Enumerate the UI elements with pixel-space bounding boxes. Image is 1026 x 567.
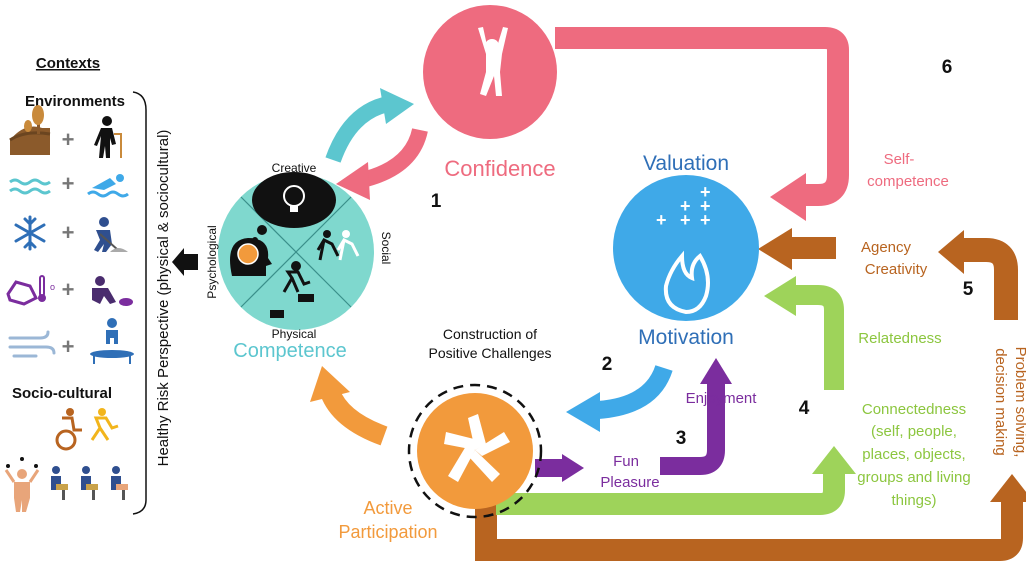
- plus-sign: +: [62, 171, 75, 196]
- snowflake-icon: [14, 215, 46, 251]
- connectedness-line2: (self, people,: [871, 423, 957, 440]
- relatedness-arrowhead: [764, 276, 796, 316]
- svg-text:+: +: [656, 210, 667, 230]
- step-number-1: 1: [431, 191, 442, 212]
- fun-to-enjoyment-arrow: [660, 382, 725, 475]
- connectedness-line5: things): [891, 492, 936, 509]
- svg-text:+: +: [700, 196, 711, 216]
- problem-solving-label-2: decision making: [992, 348, 1009, 456]
- svg-text:o: o: [50, 282, 55, 292]
- motivation-label: Motivation: [638, 326, 734, 349]
- green-up-arrowhead: [812, 446, 856, 474]
- plus-sign: +: [62, 127, 75, 152]
- self-competence-label-2: competence: [867, 173, 949, 190]
- jumping-person-icon: [478, 27, 508, 96]
- competence-arrowhead-pink: [336, 162, 370, 200]
- confidence-label: Confidence: [444, 156, 555, 181]
- quadrant-physical: Physical: [272, 327, 317, 341]
- plus-sign: +: [62, 277, 75, 302]
- motivation-circle: [613, 175, 759, 321]
- contexts-bracket: [132, 91, 147, 515]
- agency-arrowhead: [938, 230, 964, 274]
- water-waves-icon: [9, 178, 51, 195]
- participation-to-problem-solving-arrow: [475, 500, 1023, 561]
- quadrant-social: Social: [379, 232, 393, 265]
- participation-to-connectedness-arrow: [496, 470, 845, 515]
- step-number-2: 2: [602, 354, 613, 375]
- quadrant-psychological: Psychological: [205, 225, 219, 298]
- svg-text:+: +: [680, 196, 691, 216]
- brown-up-arrowhead: [990, 474, 1026, 502]
- contexts-title: Contexts: [36, 55, 100, 72]
- construction-line2: Positive Challenges: [429, 345, 552, 361]
- pleasure-label: Pleasure: [600, 474, 659, 491]
- relatedness-arrow-shaft: [794, 285, 844, 390]
- plus-sign: +: [62, 220, 75, 245]
- quadrant-creative: Creative: [272, 161, 317, 175]
- svg-text:+: +: [680, 210, 691, 230]
- sociocultural-heading: Socio-cultural: [12, 385, 112, 402]
- seated-group-icon: [51, 466, 128, 500]
- svg-text:+: +: [700, 182, 711, 202]
- black-left-arrow: [172, 248, 198, 276]
- confidence-arrowhead-teal: [380, 88, 414, 124]
- step-number-6: 6: [942, 57, 953, 78]
- plus-signs-icon: + ++ +++: [656, 182, 711, 230]
- active-label: Active: [363, 498, 412, 518]
- shovelling-snow-icon: [94, 217, 128, 252]
- step-number-4: 4: [799, 398, 810, 419]
- running-people-icon: [316, 230, 360, 261]
- agency-label: Agency: [861, 239, 912, 256]
- participation-to-competence-arrow: [320, 388, 388, 446]
- elderly-walker-icon: [94, 116, 122, 158]
- self-competence-label-1: Self-: [884, 151, 915, 168]
- creativity-label: Creativity: [865, 261, 928, 278]
- trampoline-icon: [90, 318, 134, 364]
- step-number-3: 3: [676, 428, 687, 449]
- lightbulb-thought-icon: [252, 172, 336, 243]
- motivation-to-participation-arrow: [597, 364, 673, 419]
- confidence-to-competence-arrow: [359, 127, 428, 188]
- positive-challenges-ring: [407, 383, 543, 519]
- problem-solving-arrow-shaft: [960, 238, 1018, 320]
- participation-label: Participation: [338, 522, 437, 542]
- flame-icon: [663, 250, 710, 315]
- confidence-to-motivation-arrow-shaft: [555, 27, 849, 206]
- motivation-participation-arrowhead: [566, 392, 600, 432]
- land-tree-icon: [9, 105, 51, 155]
- connectedness-line3: places, objects,: [862, 446, 965, 463]
- stairs-runner-icon: [270, 261, 314, 318]
- fun-arrowhead: [562, 454, 584, 482]
- svg-text:+: +: [700, 210, 711, 230]
- agency-motivation-arrowhead: [758, 228, 792, 270]
- problem-solving-label-1: Problem solving,: [1012, 347, 1026, 458]
- connectedness-line4: groups and living: [857, 469, 970, 486]
- valuation-label: Valuation: [643, 152, 729, 175]
- brain-head-icon: [230, 238, 272, 276]
- joined-hands-icon: [444, 414, 510, 482]
- connectedness-line1: Connectedness: [862, 401, 966, 418]
- step-number-5: 5: [963, 279, 974, 300]
- healthy-risk-label: Healthy Risk Perspective (physical & soc…: [155, 130, 172, 467]
- competence-to-confidence-arrow: [325, 96, 391, 163]
- swimmer-icon: [87, 174, 129, 198]
- confidence-arrowhead: [770, 173, 806, 221]
- wind-icon: [8, 330, 56, 358]
- environments-heading: Environments: [25, 93, 125, 110]
- construction-line1: Construction of: [443, 326, 537, 342]
- plus-sign: +: [62, 334, 75, 359]
- enjoyment-label: Enjoyment: [686, 390, 758, 407]
- competence-arrowhead: [310, 366, 350, 402]
- curling-icon: [92, 276, 133, 306]
- enjoyment-arrowhead: [700, 358, 732, 384]
- competence-label: Competence: [233, 340, 346, 362]
- terrain-thermometer-icon: o: [6, 275, 55, 306]
- fun-label: Fun: [613, 453, 639, 470]
- juggler-icon: [4, 457, 40, 512]
- relatedness-label: Relatedness: [858, 330, 941, 347]
- wheelchair-runner-icon: [55, 408, 119, 451]
